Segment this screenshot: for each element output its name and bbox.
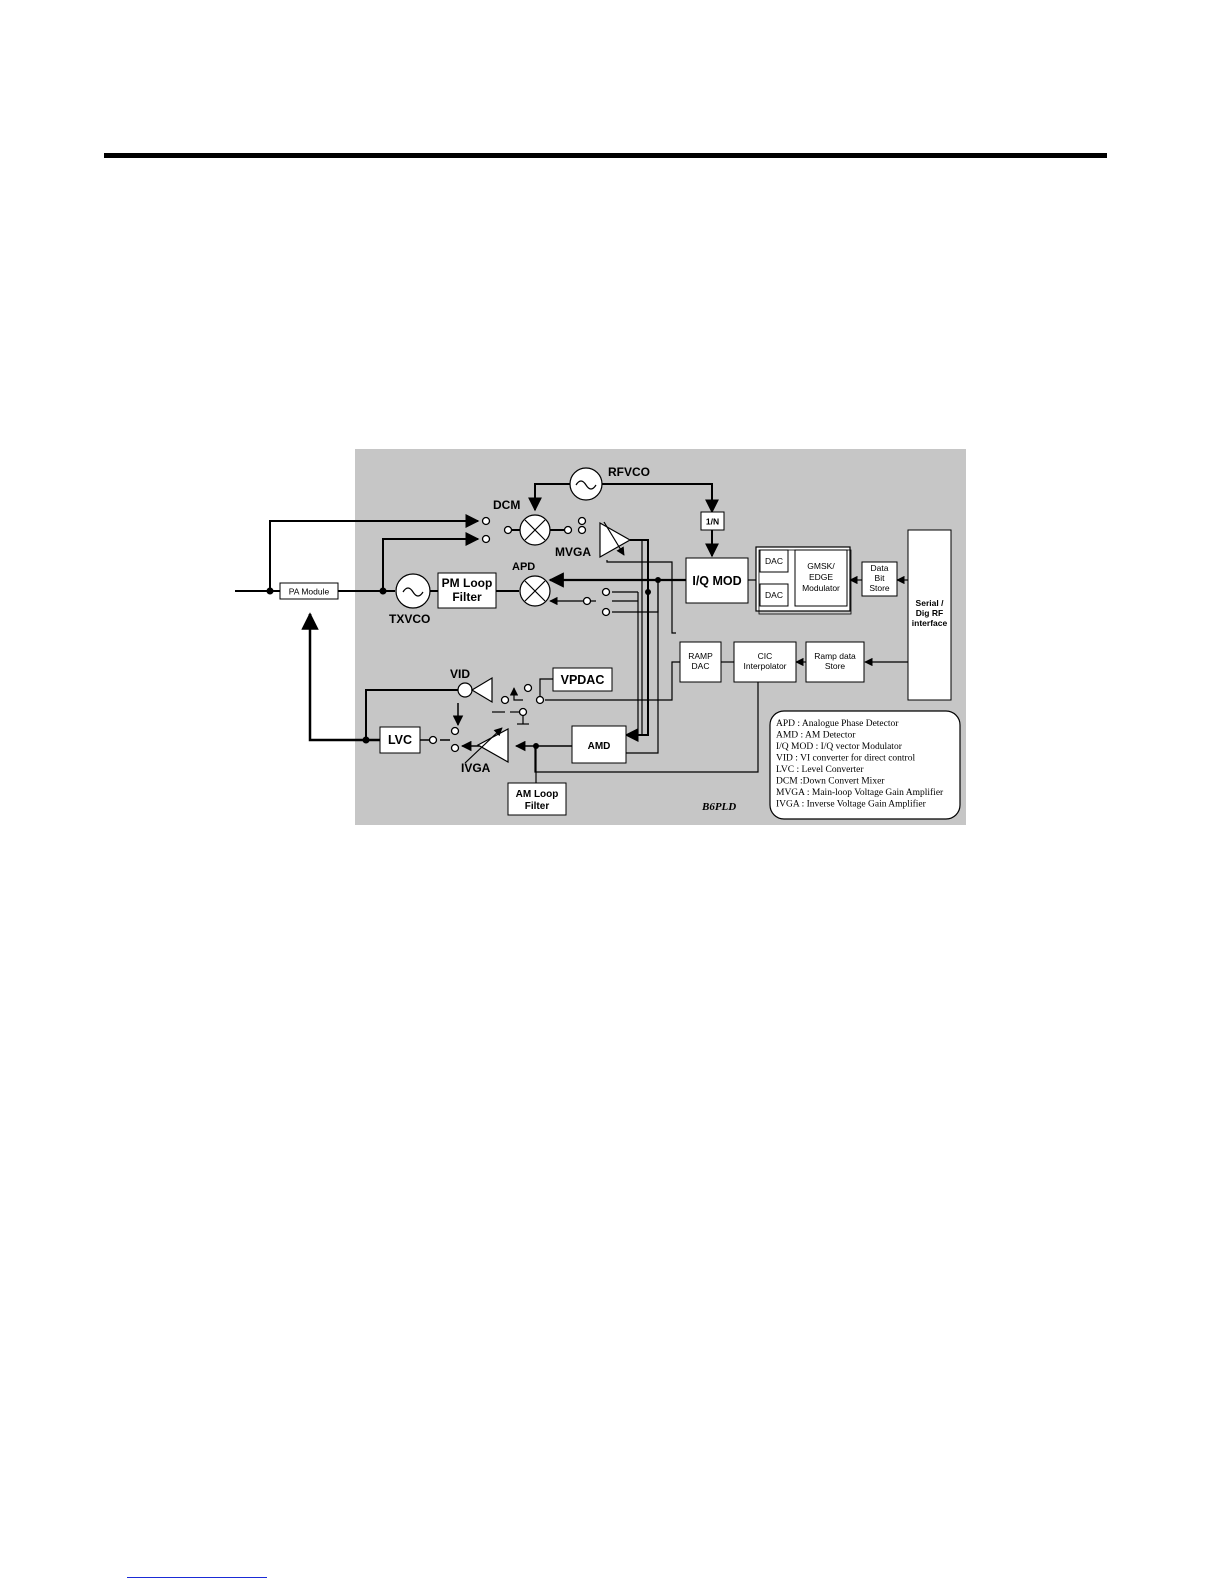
dac-top-block	[759, 549, 789, 573]
figure-code: B6PLD	[701, 801, 736, 813]
vid-label: VID	[450, 667, 470, 681]
legend-entry: AMD : AM Detector	[776, 731, 856, 741]
vpdac-block	[552, 667, 613, 692]
serial-interface-block	[907, 529, 952, 701]
dac-top-label: DAC	[765, 556, 783, 566]
gmsk-edge-block	[794, 549, 848, 607]
legend-entry: DCM :Down Convert Mixer	[776, 777, 885, 787]
ramp-dac-block	[679, 641, 722, 683]
vpdac-label: VPDAC	[561, 673, 605, 687]
pm-loop-filter-label-1: PM Loop	[442, 576, 493, 590]
ramp-store-label-1: Ramp data	[814, 651, 856, 661]
pm-loop-filter-block	[437, 572, 497, 609]
legend-box	[769, 710, 961, 820]
mvga-amplifier	[599, 521, 632, 559]
data-bit-store-label-1: Data	[871, 563, 889, 573]
gmsk-label-1: GMSK/	[807, 561, 835, 571]
iq-mod-block	[685, 557, 749, 604]
serial-label-1: Serial /	[916, 598, 945, 608]
legend-entry: IVGA : Inverse Voltage Gain Amplifier	[776, 799, 927, 810]
iq-mod-label: I/Q MOD	[692, 574, 741, 588]
apd-label: APD	[512, 561, 535, 573]
rfvco-label: RFVCO	[608, 465, 650, 479]
vid-converter	[457, 676, 493, 704]
switch-contacts	[428, 516, 611, 753]
pa-module-block	[279, 582, 339, 600]
data-bit-store-label-2: Bit	[875, 573, 886, 583]
top-rule	[104, 153, 1107, 158]
txvco-label: TXVCO	[389, 612, 430, 626]
cic-interpolator-block	[733, 641, 797, 683]
ramp-dac-label-2: DAC	[692, 661, 710, 671]
legend-entry: LVC : Level Converter	[776, 765, 864, 775]
legend-entries: APD : Analogue Phase Detector AMD : AM D…	[776, 719, 944, 810]
legend-entry: MVGA : Main-loop Voltage Gain Amplifier	[776, 787, 944, 798]
ramp-dac-label-1: RAMP	[688, 651, 713, 661]
pm-loop-filter-label-2: Filter	[452, 590, 482, 604]
serial-label-2: Dig RF	[916, 608, 943, 618]
cic-label-1: CIC	[758, 651, 773, 661]
legend-entry: VID : VI converter for direct control	[776, 753, 915, 764]
mvga-label: MVGA	[555, 545, 591, 559]
pa-module-label: PA Module	[289, 587, 330, 597]
legend-entry: APD : Analogue Phase Detector	[776, 719, 899, 729]
lvc-label: LVC	[388, 733, 412, 747]
divider-label: 1/N	[706, 517, 719, 527]
footer-link-rule	[127, 1577, 267, 1578]
gmsk-label-3: Modulator	[802, 583, 840, 593]
am-loop-filter-label-2: Filter	[525, 801, 550, 812]
amd-block	[571, 725, 627, 764]
ivga-label: IVGA	[461, 761, 491, 775]
am-loop-filter-label-1: AM Loop	[516, 789, 559, 800]
dcm-label: DCM	[493, 498, 520, 512]
am-loop-filter-block	[507, 782, 567, 816]
lvc-block	[379, 726, 421, 754]
amd-label: AMD	[588, 741, 611, 752]
data-bit-store-block	[861, 561, 898, 597]
junction-dots	[266, 577, 661, 749]
ramp-store-label-2: Store	[825, 661, 846, 671]
dac-bottom-block	[759, 583, 789, 607]
ivga-amplifier	[464, 727, 509, 764]
ramp-data-store-block	[805, 641, 865, 683]
dac-bottom-label: DAC	[765, 590, 783, 600]
gmsk-label-2: EDGE	[809, 572, 833, 582]
divider-block	[700, 511, 725, 531]
cic-label-2: Interpolator	[744, 661, 787, 671]
legend-entry: I/Q MOD : I/Q vector Modulator	[776, 742, 903, 752]
data-bit-store-label-3: Store	[869, 583, 890, 593]
serial-label-3: interface	[912, 618, 948, 628]
